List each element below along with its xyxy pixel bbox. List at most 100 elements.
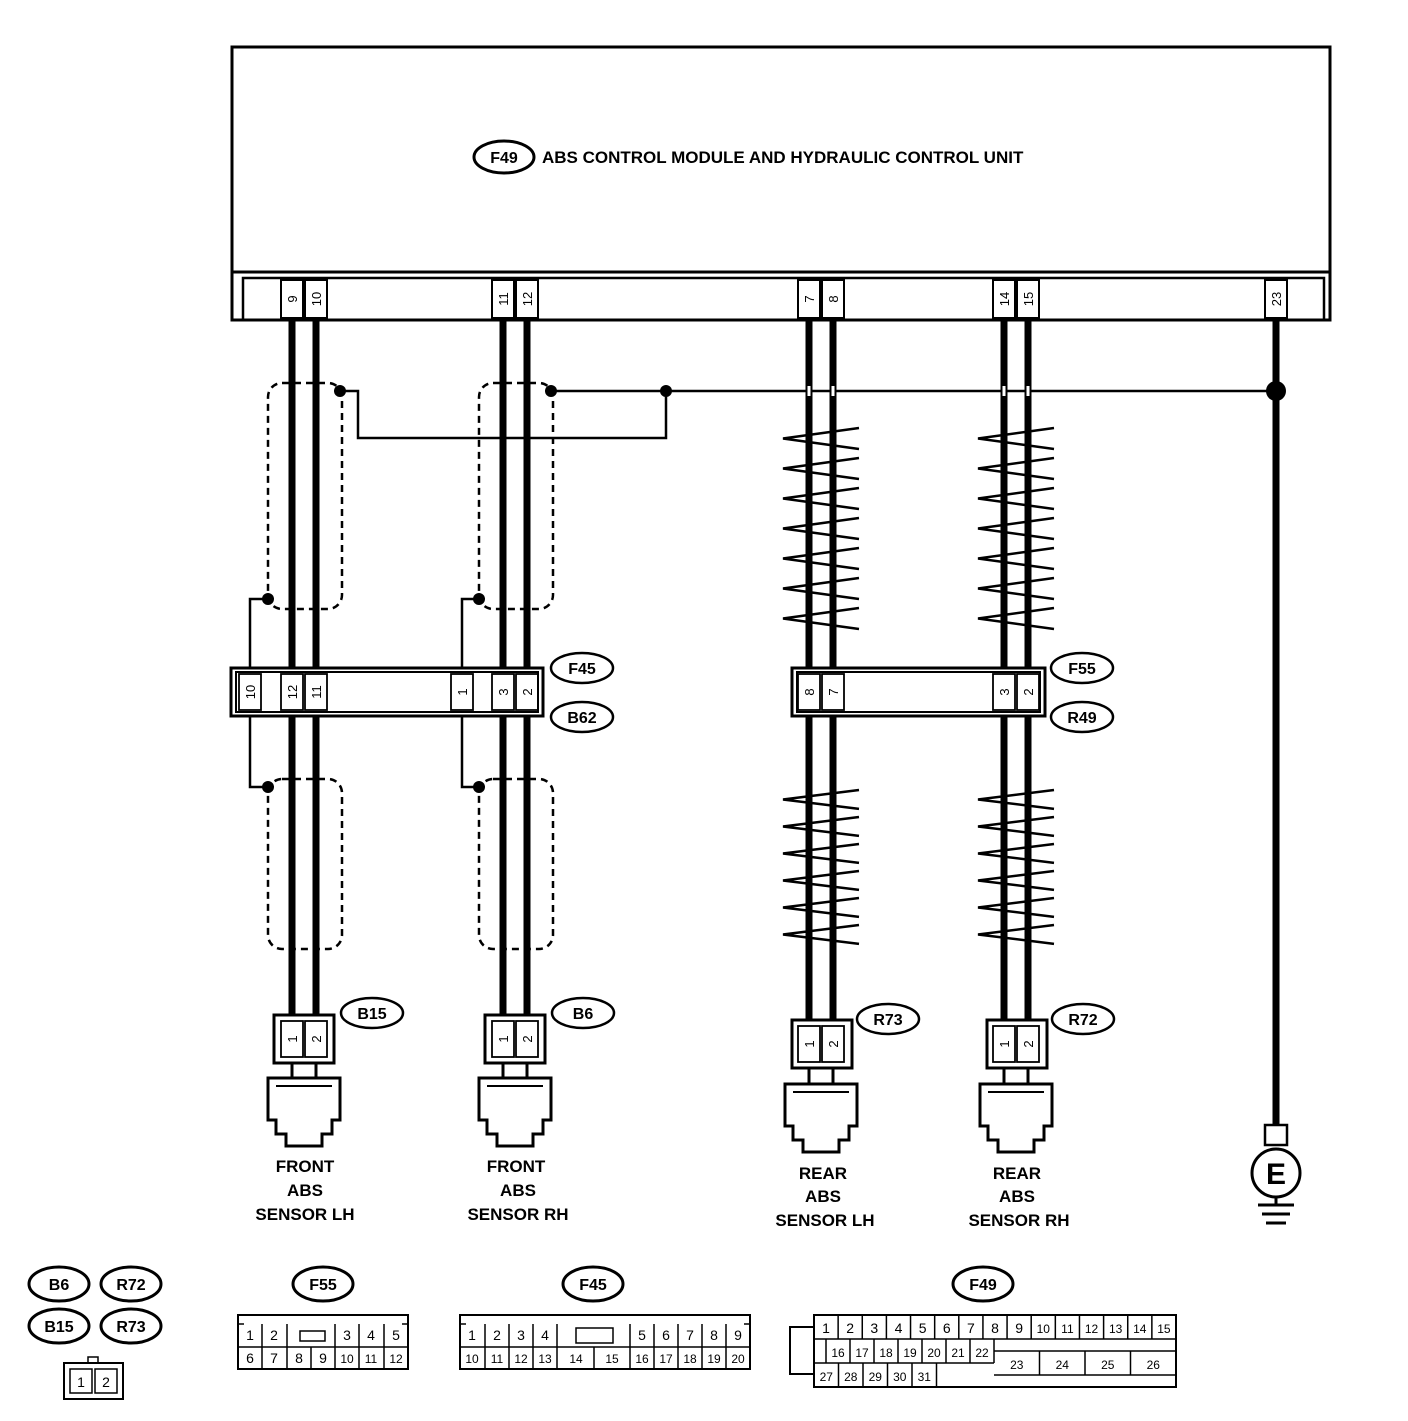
legend-pin: 2 [270,1327,278,1343]
legend-tag: F45 [579,1277,607,1294]
front-inline-pin: 12 [285,685,300,699]
legend-pin: 9 [734,1327,742,1343]
sensor-pin: 2 [826,1040,841,1047]
twist-zigzag [977,426,1055,631]
sensor-label: ABS [805,1187,841,1206]
sensor-label: SENSOR RH [467,1205,568,1224]
module-pin-label: 11 [496,292,511,306]
sensor-label: ABS [500,1181,536,1200]
legend-tag: R72 [116,1277,145,1294]
legend-pin: 5 [392,1327,400,1343]
sensor-front-rh: 1 2 B6 FRONT ABS SENSOR RH [467,996,616,1224]
legend-pin: 18 [683,1352,697,1366]
rear-inline-pin: 8 [802,688,817,695]
sensor-tag: B15 [357,1006,386,1023]
sensor-label: REAR [993,1164,1041,1183]
legend-pin: 29 [869,1370,883,1384]
legend-pin: 3 [517,1327,525,1343]
legend-pin: 16 [635,1352,649,1366]
legend-pin: 12 [389,1352,403,1366]
sensor-pin: 2 [1021,1040,1036,1047]
legend-pin: 2 [493,1327,501,1343]
legend-pin: 15 [605,1352,619,1366]
legend-pin: 8 [295,1350,303,1366]
legend-pin: 4 [541,1327,549,1343]
legend-pin: 6 [662,1327,670,1343]
legend-pin: 14 [1133,1322,1147,1336]
shield-ground-bus [248,389,1276,789]
legend-pin: 12 [514,1352,528,1366]
ground-label: E [1266,1158,1286,1191]
legend-pin: 1 [246,1327,254,1343]
sensor-label: FRONT [487,1157,546,1176]
legend-pin: 2 [102,1374,110,1390]
legend-pin: 8 [991,1320,999,1336]
legend-pin: 9 [1015,1320,1023,1336]
sensor-tag: R73 [873,1012,902,1029]
sensor-tag: B6 [573,1006,594,1023]
legend-pin: 2 [846,1320,854,1336]
legend-pin: 25 [1101,1358,1115,1372]
module-tag [472,139,536,175]
legend-f55-connector: F55 1 2 3 4 5 6 7 8 9 10 11 12 [237,1265,409,1370]
twist-zigzag [977,788,1055,946]
legend-pin: 7 [967,1320,975,1336]
legend-tag: F55 [309,1277,337,1294]
sensor-pin: 2 [309,1035,324,1042]
module-pin-label: 7 [802,295,817,302]
legend-pin: 21 [951,1346,965,1360]
legend-pin: 20 [731,1352,745,1366]
sensor-rear-rh: 1 2 R72 REAR ABS SENSOR RH [968,1002,1116,1230]
legend-pin: 10 [1037,1322,1051,1336]
module-pin-label: 8 [826,295,841,302]
front-inline-connector: 10 12 11 1 3 2 F45 B62 [229,651,615,734]
front-inline-pin: 11 [309,685,324,699]
front-inline-tag-top: F45 [568,661,596,678]
sensor-label: FRONT [276,1157,335,1176]
legend-f45-connector: F45 1 2 3 4 5 6 7 8 9 10 11 12 13 14 [459,1265,751,1370]
legend-pin: 15 [1157,1322,1171,1336]
legend-pin: 7 [270,1350,278,1366]
sensor-pin: 1 [997,1040,1012,1047]
legend-pin: 16 [831,1346,845,1360]
legend-pin: 24 [1056,1358,1070,1372]
splice-points [262,381,1286,793]
legend-pin: 27 [820,1370,834,1384]
legend-pin: 8 [710,1327,718,1343]
rear-inline-tag-bottom: R49 [1067,710,1096,727]
legend-pin: 11 [365,1352,378,1366]
legend-small-connector: B6 R72 B15 R73 1 2 [27,1265,163,1400]
sensor-tag: R72 [1068,1012,1097,1029]
abs-control-module: F49 ABS CONTROL MODULE AND HYDRAULIC CON… [230,45,1332,322]
module-pin-row: 9 10 11 12 7 8 14 15 23 [280,279,1288,319]
legend-pin: 17 [659,1352,673,1366]
legend-pin: 13 [538,1352,552,1366]
twist-zigzag [782,426,860,631]
legend-pin: 1 [468,1327,476,1343]
sensor-pin: 1 [802,1040,817,1047]
legend-pin: 28 [844,1370,858,1384]
sensor-label: SENSOR RH [968,1211,1069,1230]
sensor-label: ABS [287,1181,323,1200]
sensor-pin: 1 [496,1035,511,1042]
rear-inline-connector: 8 7 3 2 F55 R49 [790,651,1115,734]
legend-tag: B15 [44,1319,73,1336]
crossing-marks [807,386,1030,396]
legend-pin: 4 [895,1320,903,1336]
front-inline-pin: 3 [496,688,511,695]
rear-inline-pin: 3 [997,688,1012,695]
legend-pin: 30 [893,1370,907,1384]
legend-pin: 1 [77,1374,85,1390]
module-tag-text: F49 [490,150,518,167]
legend-pin: 31 [918,1370,932,1384]
legend-pin: 6 [246,1350,254,1366]
module-pin-label: 9 [285,295,300,302]
legend-pin: 11 [491,1352,504,1366]
legend-pin: 20 [927,1346,941,1360]
legend-pin: 23 [1010,1358,1024,1372]
legend-pin: 5 [638,1327,646,1343]
